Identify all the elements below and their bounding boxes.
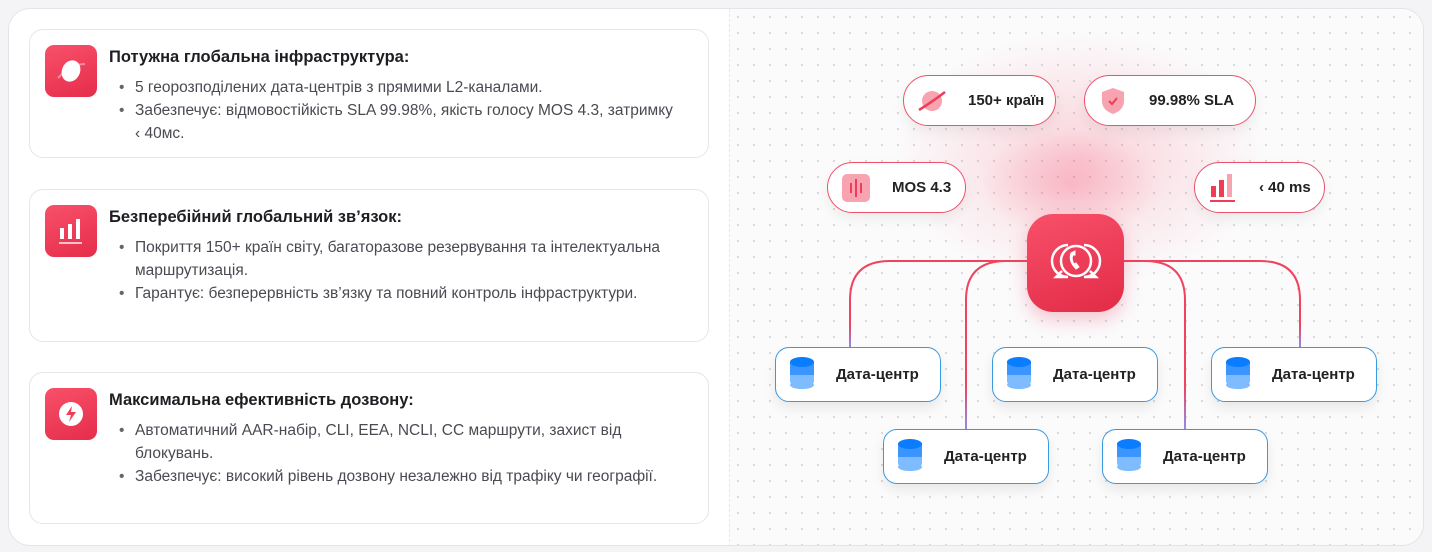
sla-pill: 99.98% SLA: [1084, 75, 1256, 126]
lightning-icon: [45, 388, 97, 440]
datacenter-node: Дата-центр: [775, 347, 941, 402]
feature-bullet: Покриття 150+ країн світу, багаторазове …: [119, 236, 680, 282]
feature-card-connectivity: Безперебійний глобальний зв’язок: Покрит…: [29, 189, 709, 342]
datacenter-node: Дата-центр: [1211, 347, 1377, 402]
datacenter-label: Дата-центр: [944, 448, 1027, 465]
network-diagram: [729, 9, 1423, 545]
connection-line: [965, 260, 1030, 429]
latency-pill: ‹ 40 ms: [1194, 162, 1325, 213]
sla-label: 99.98% SLA: [1149, 92, 1235, 109]
connection-line: [849, 260, 1030, 347]
countries-label: 150+ країн: [968, 92, 1045, 109]
feature-title: Потужна глобальна інфраструктура:: [109, 48, 410, 66]
datacenter-node: Дата-центр: [883, 429, 1049, 484]
datacenter-label: Дата-центр: [1163, 448, 1246, 465]
feature-bullet: Забезпечує: високий рівень дозвону незал…: [119, 465, 680, 488]
mos-pill: MOS 4.3: [827, 162, 966, 213]
database-icon: [1226, 356, 1250, 393]
sound-wave-icon: [840, 172, 872, 204]
latency-label: ‹ 40 ms: [1259, 179, 1311, 196]
feature-bullet: Автоматичний AAR-набір, CLI, EEA, NCLI, …: [119, 419, 680, 465]
database-icon: [1007, 356, 1031, 393]
datacenter-node: Дата-центр: [1102, 429, 1268, 484]
feature-card-infrastructure: Потужна глобальна інфраструктура: 5 геор…: [29, 29, 709, 158]
feature-title: Безперебійний глобальний зв’язок:: [109, 208, 402, 226]
mos-label: MOS 4.3: [892, 179, 952, 196]
bar-chart-icon: [1207, 172, 1239, 204]
planet-icon: [45, 45, 97, 97]
datacenter-label: Дата-центр: [1053, 366, 1136, 383]
shield-check-icon: [1097, 85, 1129, 117]
connection-line: [1120, 260, 1186, 429]
database-icon: [790, 356, 814, 393]
datacenter-label: Дата-центр: [1272, 366, 1355, 383]
datacenter-node: Дата-центр: [992, 347, 1158, 402]
feature-bullet: 5 георозподілених дата-центрів з прямими…: [119, 76, 680, 99]
feature-bullet: Гарантує: безперервність зв’язку та повн…: [119, 282, 680, 305]
datacenter-label: Дата-центр: [836, 366, 919, 383]
call-hub-icon: [1027, 214, 1124, 312]
connection-line: [1120, 260, 1301, 347]
feature-title: Максимальна ефективність дозвону:: [109, 391, 414, 409]
feature-card-dialing: Максимальна ефективність дозвону: Автома…: [29, 372, 709, 524]
database-icon: [898, 438, 922, 475]
countries-pill: 150+ країн: [903, 75, 1056, 126]
database-icon: [1117, 438, 1141, 475]
planet-icon: [916, 85, 948, 117]
bar-chart-icon: [45, 205, 97, 257]
feature-bullet: Забезпечує: відмовостійкість SLA 99.98%,…: [119, 99, 680, 145]
